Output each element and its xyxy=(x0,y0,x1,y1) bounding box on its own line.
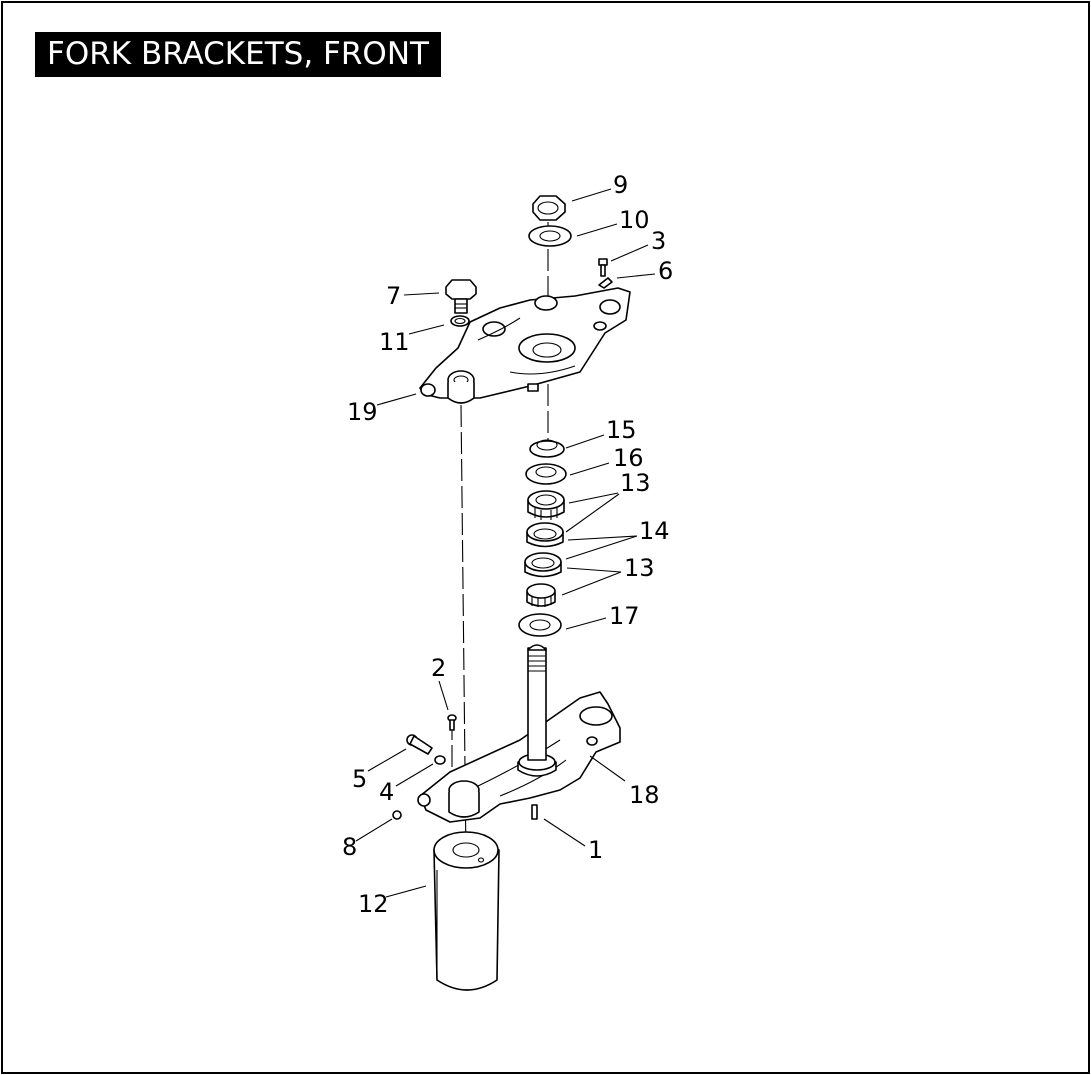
callout-18: 18 xyxy=(629,781,660,809)
part-dust-shield-icon xyxy=(525,463,567,485)
callout-4: 4 xyxy=(379,778,394,806)
callout-17: 17 xyxy=(609,602,640,630)
part-washer-icon xyxy=(528,225,572,247)
part-upper-fork-bracket-icon xyxy=(419,287,631,404)
part-screw-icon xyxy=(598,258,608,277)
callout-9: 9 xyxy=(613,171,628,199)
part-lower-fork-bracket-icon xyxy=(417,644,621,823)
callout-11: 11 xyxy=(379,328,410,356)
callout-labels: 9 10 3 6 7 11 19 15 16 13 14 13 17 2 5 4… xyxy=(342,171,673,918)
callout-16: 16 xyxy=(613,444,644,472)
callout-1: 1 xyxy=(588,836,603,864)
callout-15: 15 xyxy=(606,416,637,444)
callout-14: 14 xyxy=(639,517,670,545)
part-adjusting-nut-icon xyxy=(529,439,565,458)
part-o-ring-icon xyxy=(450,315,470,327)
callout-13-upper: 13 xyxy=(620,469,651,497)
part-pinch-bolt-icon xyxy=(406,734,433,755)
callout-7: 7 xyxy=(386,282,401,310)
part-lower-bearing-icon xyxy=(526,583,556,607)
diagram-title: FORK BRACKETS, FRONT xyxy=(35,32,441,77)
part-lower-race-icon xyxy=(524,552,562,578)
callout-6: 6 xyxy=(658,257,673,285)
callout-19: 19 xyxy=(347,398,378,426)
part-upper-bearing-icon xyxy=(527,490,565,520)
part-seal-icon xyxy=(518,613,562,637)
callout-5: 5 xyxy=(352,765,367,793)
part-small-washer-icon xyxy=(434,755,446,765)
part-clip-icon xyxy=(598,277,613,289)
part-bolt-icon xyxy=(445,279,477,314)
callout-10: 10 xyxy=(619,206,650,234)
part-small-screw-icon xyxy=(447,714,457,731)
part-upper-race-icon xyxy=(526,522,564,548)
part-pin-icon xyxy=(531,804,538,820)
callout-12: 12 xyxy=(358,890,389,918)
callout-8: 8 xyxy=(342,833,357,861)
callout-13-lower: 13 xyxy=(624,554,655,582)
callout-3: 3 xyxy=(651,227,666,255)
part-plug-icon xyxy=(392,810,402,820)
part-nut-icon xyxy=(532,195,566,221)
callout-2: 2 xyxy=(431,654,446,682)
part-fork-tube-icon xyxy=(433,831,500,991)
leader-lines xyxy=(355,188,656,898)
